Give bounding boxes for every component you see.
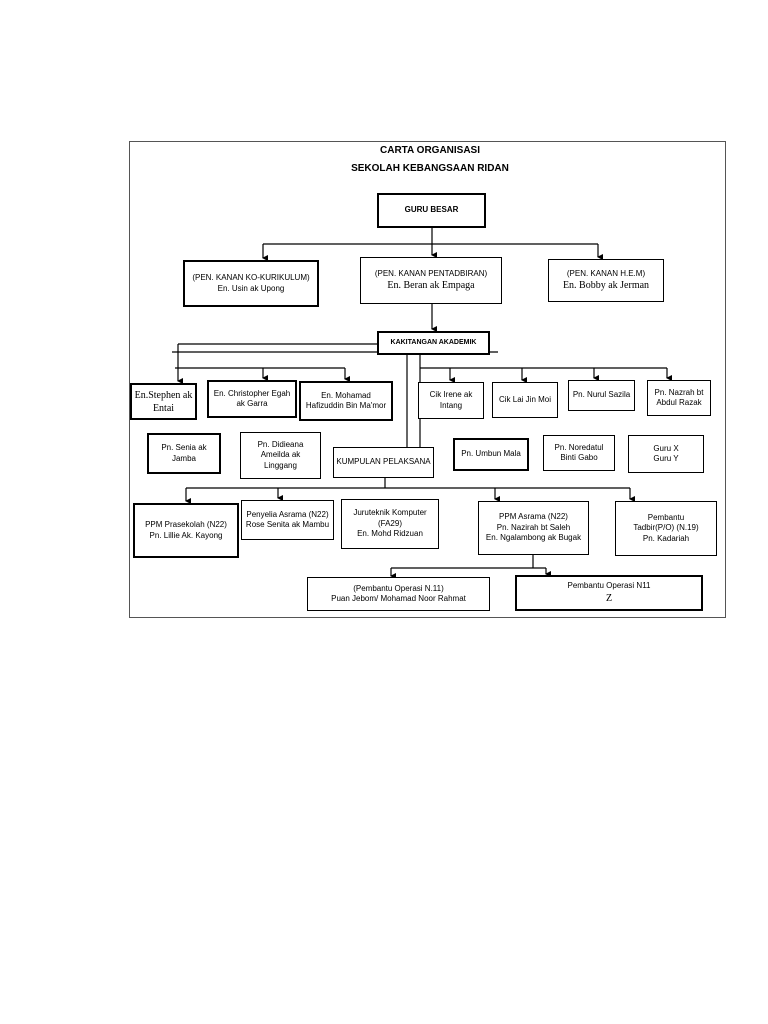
staff-box-1: PPM Prasekolah (N22) Pn. Lillie Ak. Kayo…	[133, 503, 239, 558]
pen-kanan-pentadbiran-box: (PEN. KANAN PENTADBIRAN) En. Beran ak Em…	[360, 257, 502, 304]
staff-box-3: Juruteknik Komputer (FA29) En. Mohd Ridz…	[341, 499, 439, 549]
pen-kanan-kokurikulum-name: En. Usin ak Upong	[217, 283, 285, 293]
pembantu-operasi-right-box: Pembantu Operasi N11 Z	[515, 575, 703, 611]
pen-kanan-pentadbiran-name: En. Beran ak Empaga	[387, 280, 475, 292]
teacher-box-12: Guru X Guru Y	[628, 435, 704, 473]
staff-box-5: Pembantu Tadbir(P/O) (N.19) Pn. Kadariah	[615, 501, 717, 556]
pen-kanan-hem-title: (PEN. KANAN H.E.M)	[566, 268, 646, 278]
pen-kanan-hem-name: En. Bobby ak Jerman	[562, 280, 650, 292]
pembantu-operasi-left-box: (Pembantu Operasi N.11) Puan Jebom/ Moha…	[307, 577, 490, 611]
teacher-box-3: En. Mohamad Hafizuddin Bin Ma'mor	[299, 381, 393, 421]
kakitangan-akademik-box: KAKITANGAN AKADEMIK	[377, 331, 490, 355]
kumpulan-pelaksana-box: KUMPULAN PELAKSANA	[333, 447, 434, 478]
guru-besar-box: GURU BESAR	[377, 193, 486, 228]
teacher-box-4: Cik Irene ak Intang	[418, 382, 484, 419]
pembantu-operasi-right-name: Z	[605, 592, 613, 604]
pen-kanan-kokurikulum-title: (PEN. KANAN KO-KURIKULUM)	[192, 273, 310, 283]
teacher-box-5: Cik Lai Jin Moi	[492, 382, 558, 418]
teacher-box-2: En. Christopher Egah ak Garra	[207, 380, 297, 418]
pen-kanan-pentadbiran-title: (PEN. KANAN PENTADBIRAN)	[374, 268, 488, 278]
pembantu-operasi-right-title: Pembantu Operasi N11	[567, 581, 651, 591]
staff-box-4: PPM Asrama (N22) Pn. Nazirah bt Saleh En…	[478, 501, 589, 555]
teacher-box-11: Pn. Noredatul Binti Gabo	[543, 435, 615, 471]
staff-box-2: Penyelia Asrama (N22) Rose Senita ak Mam…	[241, 500, 334, 540]
teacher-box-8: Pn. Senia ak Jamba	[147, 433, 221, 474]
teacher-box-9: Pn. Didieana Ameilda ak Linggang	[240, 432, 321, 479]
chart-title-line1: CARTA ORGANISASI	[380, 145, 480, 156]
pen-kanan-kokurikulum-box: (PEN. KANAN KO-KURIKULUM) En. Usin ak Up…	[183, 260, 319, 307]
teacher-box-6: Pn. Nurul Sazila	[568, 380, 635, 411]
teacher-box-10: Pn. Umbun Mala	[453, 438, 529, 471]
org-chart-frame	[129, 141, 726, 618]
chart-title-line2: SEKOLAH KEBANGSAAN RIDAN	[351, 163, 509, 174]
teacher-box-1: En.Stephen ak Entai	[130, 383, 197, 420]
teacher-box-7: Pn. Nazrah bt Abdul Razak	[647, 380, 711, 416]
pen-kanan-hem-box: (PEN. KANAN H.E.M) En. Bobby ak Jerman	[548, 259, 664, 302]
